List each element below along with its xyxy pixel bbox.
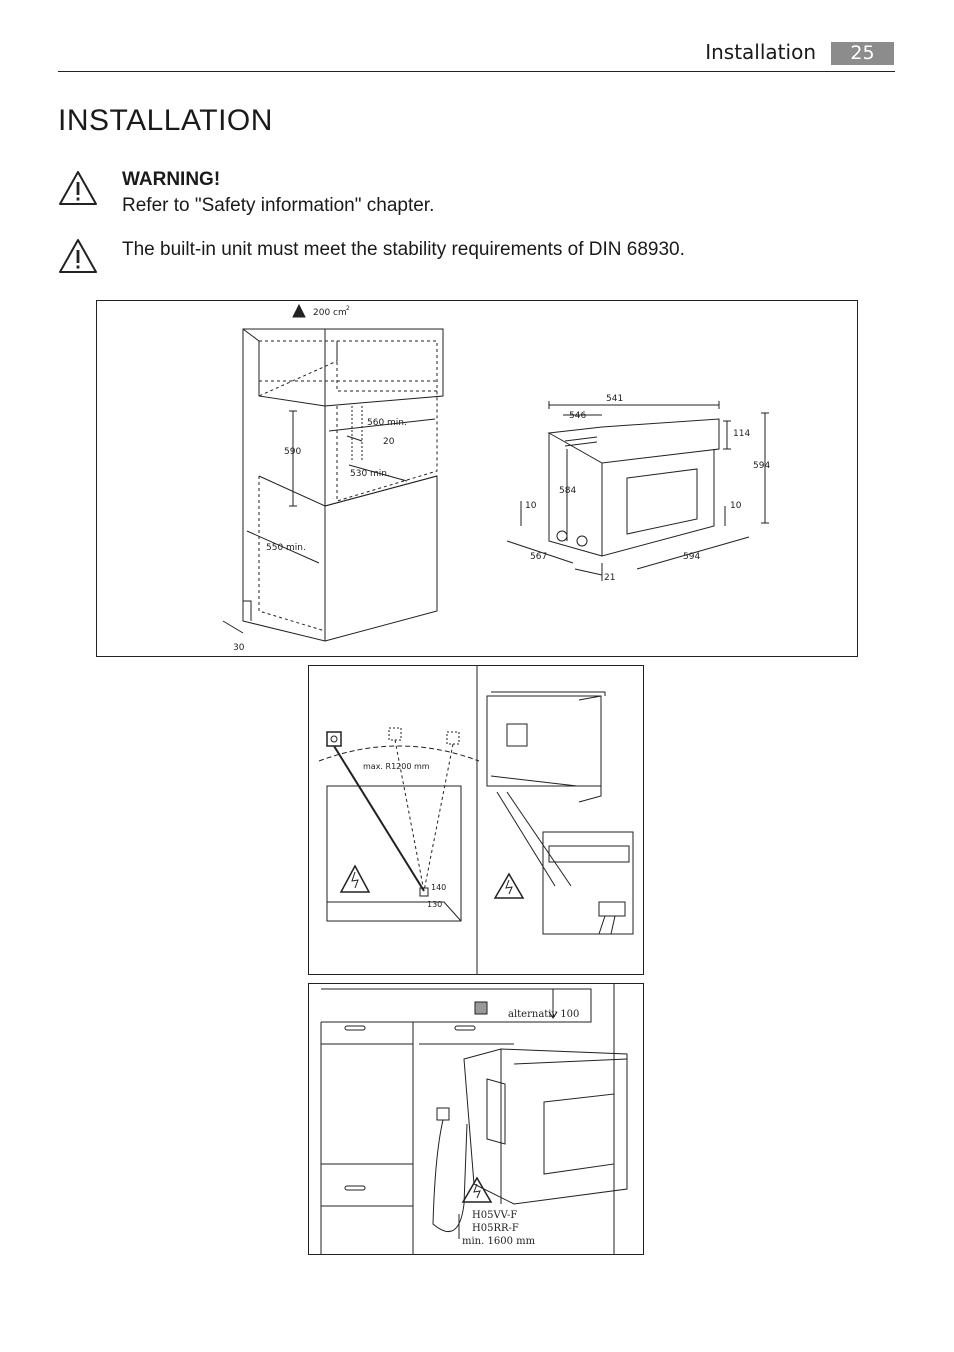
socket-icon-alt xyxy=(446,731,460,745)
cable-type-1: H05VV-F xyxy=(472,1210,517,1221)
figure-cable-routing: alternativ 100 H05VV-F H05RR-F min. 1600… xyxy=(308,983,644,1255)
cable-length: min. 1600 mm xyxy=(462,1236,536,1247)
dim-590: 590 xyxy=(284,447,301,457)
socket-icon xyxy=(326,731,342,747)
radius-label: max. R1200 mm xyxy=(363,762,430,771)
dim-560: 560 min. xyxy=(367,418,407,428)
vent-label: 200 cm xyxy=(313,308,347,318)
socket-icon-top xyxy=(474,1001,488,1015)
dim-10-right: 10 xyxy=(730,501,742,511)
dim-20: 20 xyxy=(383,437,395,447)
dim-114: 114 xyxy=(733,429,750,439)
page-number: 25 xyxy=(831,42,894,65)
warning-text-stability: The built-in unit must meet the stabilit… xyxy=(122,239,685,260)
electric-hazard-icon xyxy=(339,864,371,893)
dim-530: 530 min. xyxy=(350,469,390,479)
dim-541: 541 xyxy=(606,394,623,404)
dim-550: 550 min. xyxy=(266,543,306,553)
figure-socket-position: max. R1200 mm 140 130 xyxy=(308,665,644,975)
dim-130: 130 xyxy=(427,900,442,909)
dim-546: 546 xyxy=(569,411,586,421)
dim-594-height: 594 xyxy=(753,461,770,471)
dim-594-width: 594 xyxy=(683,552,700,562)
alt-100-label: alternativ 100 xyxy=(508,1009,579,1020)
dim-567: 567 xyxy=(530,552,547,562)
cable-type-2: H05RR-F xyxy=(472,1223,519,1234)
socket-icon-side xyxy=(436,1107,450,1121)
figure-cabinet-dimensions: 200 cm 2 590 560 min. 20 530 min. 550 mi… xyxy=(96,300,858,657)
vent-label-sup: 2 xyxy=(346,305,350,312)
header-section-title: Installation xyxy=(705,40,816,64)
dim-21: 21 xyxy=(604,573,615,583)
dim-10-left: 10 xyxy=(525,501,537,511)
header-divider xyxy=(58,71,895,72)
dim-30: 30 xyxy=(233,643,245,653)
warning-icon xyxy=(59,171,97,205)
dim-140: 140 xyxy=(431,883,446,892)
dim-584: 584 xyxy=(559,486,576,496)
warning-icon xyxy=(59,239,97,273)
electric-hazard-icon xyxy=(493,872,525,899)
warning-text-safety: Refer to "Safety information" chapter. xyxy=(122,195,435,216)
socket-icon-alt xyxy=(388,727,402,741)
electric-hazard-icon xyxy=(461,1176,493,1203)
vent-arrow-icon xyxy=(292,303,306,318)
warning-heading: WARNING! xyxy=(122,169,221,190)
page-title: INSTALLATION xyxy=(58,104,273,137)
